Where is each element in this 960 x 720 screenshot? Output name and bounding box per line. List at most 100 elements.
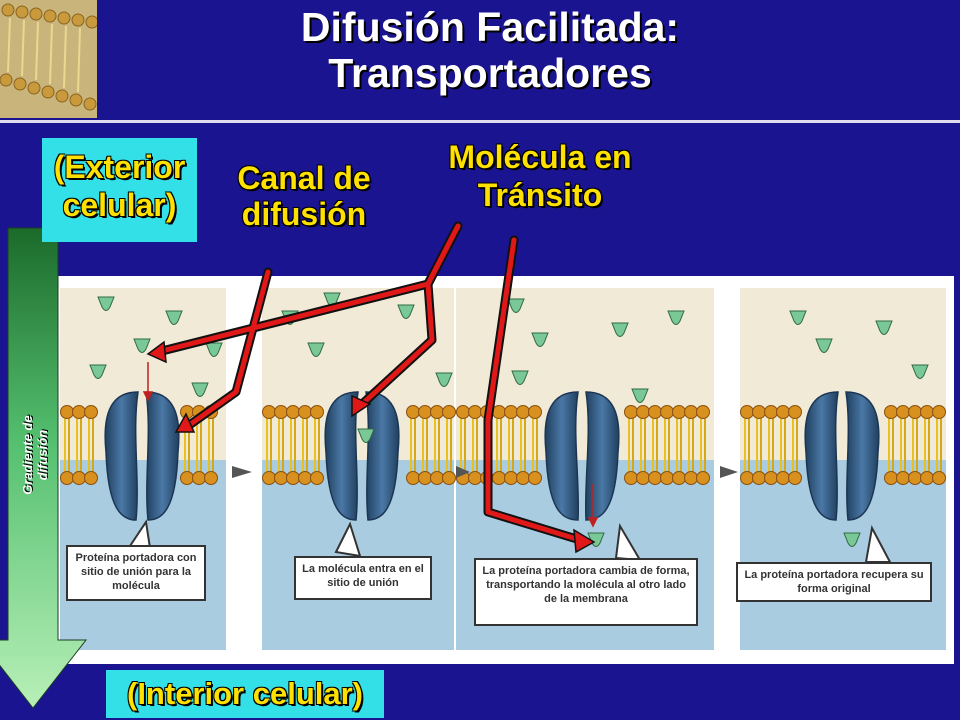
diffusion-gradient-arrow	[0, 227, 88, 709]
lipid-head	[752, 405, 766, 419]
molecule-icon	[911, 364, 929, 379]
label-arrows	[155, 223, 583, 543]
transit-molecules	[89, 292, 929, 547]
molecula-label-line-2: Tránsito	[477, 177, 603, 213]
lipid-head	[932, 471, 946, 485]
molecule-icon	[89, 364, 107, 379]
interior-label: (Interior celular)	[106, 670, 384, 718]
lipid-head	[788, 471, 802, 485]
title-divider	[0, 120, 960, 123]
step-arrow-icon	[456, 466, 470, 478]
lipid-head	[776, 405, 790, 419]
lipid-head	[740, 405, 754, 419]
lipid-head	[920, 471, 934, 485]
protein-subunit	[845, 391, 880, 521]
lipid-head	[896, 405, 910, 419]
lipid-head	[192, 471, 206, 485]
carrier-protein	[544, 391, 620, 521]
lipid-head	[624, 405, 638, 419]
molecule-icon	[875, 320, 893, 335]
canal-label: Canal de difusión	[214, 160, 394, 232]
lipid-head	[648, 405, 662, 419]
carrier-protein	[104, 391, 180, 521]
lipid-head	[684, 471, 698, 485]
lipid-head	[788, 405, 802, 419]
lipid-head	[310, 471, 324, 485]
lipid-head	[180, 471, 194, 485]
gradient-label: Gradiente de difusión	[20, 400, 50, 510]
exterior-label-line-1: (Exterior	[53, 149, 186, 185]
molecule-icon	[815, 338, 833, 353]
step-arrow-icon	[232, 466, 252, 478]
carrier-protein	[804, 391, 880, 521]
lipid-head	[72, 405, 86, 419]
lipid-head	[84, 471, 98, 485]
lipid-head	[528, 405, 542, 419]
lipid-head	[406, 405, 420, 419]
lipid-head	[262, 471, 276, 485]
membrane-thumbnail	[0, 0, 97, 118]
step-arrow-icon	[720, 466, 738, 478]
lipid-head	[896, 471, 910, 485]
lipid-head	[456, 405, 470, 419]
molecule-icon	[191, 382, 209, 397]
lipid-head	[516, 405, 530, 419]
molecule-icon	[511, 370, 529, 385]
molecula-label: Molécula en Tránsito	[420, 138, 660, 214]
lipid-bilayers	[60, 405, 946, 485]
lipid-head	[406, 471, 420, 485]
lipid-head	[624, 471, 638, 485]
protein-subunit	[145, 391, 180, 521]
arrowhead-icon	[573, 528, 596, 554]
step-3-caption: La proteína portadora cambia de forma, t…	[474, 558, 698, 626]
molecule-icon	[531, 332, 549, 347]
lipid-head	[504, 471, 518, 485]
arrowhead-icon	[351, 394, 372, 418]
lipid-bilayer	[740, 405, 946, 485]
lipid-head	[752, 471, 766, 485]
binding-pointers	[142, 362, 599, 528]
lipid-head	[932, 405, 946, 419]
canal-label-line-1: Canal de	[237, 160, 371, 196]
lipid-head	[504, 405, 518, 419]
lipid-head	[84, 405, 98, 419]
lipid-head	[920, 405, 934, 419]
protein-subunit	[365, 391, 400, 521]
lipid-head	[528, 471, 542, 485]
lipid-head	[60, 405, 74, 419]
lipid-head	[908, 405, 922, 419]
lipid-head	[672, 471, 686, 485]
lipid-head	[648, 471, 662, 485]
molecule-icon	[507, 298, 525, 313]
lipid-head	[636, 405, 650, 419]
step-arrows	[232, 466, 738, 478]
lipid-head	[286, 405, 300, 419]
gradient-label-line-2: difusión	[35, 429, 50, 481]
step-4-caption: La proteína portadora recupera su forma …	[736, 562, 932, 602]
lipid-head	[660, 471, 674, 485]
lipid-head	[298, 471, 312, 485]
molecule-icon	[165, 310, 183, 325]
protein-subunit	[804, 391, 839, 521]
lipid-head	[468, 405, 482, 419]
molecule-icon	[631, 388, 649, 403]
molecule-icon	[205, 342, 223, 357]
lipid-head	[418, 471, 432, 485]
molecule-icon	[435, 372, 453, 387]
lipid-head	[442, 471, 456, 485]
lipid-head	[72, 471, 86, 485]
lipid-head	[696, 471, 710, 485]
lipid-head	[492, 405, 506, 419]
lipid-head	[672, 405, 686, 419]
label-arrowheads	[146, 340, 596, 554]
step-2-caption: La molécula entra en el sitio de unión	[294, 556, 432, 600]
protein-subunit	[544, 391, 580, 521]
lipid-head	[442, 405, 456, 419]
exterior-label-line-2: celular)	[62, 187, 177, 223]
lipid-head	[884, 471, 898, 485]
molecula-label-line-1: Molécula en	[448, 139, 632, 175]
lipid-head	[468, 471, 482, 485]
protein-subunit	[584, 391, 620, 521]
molecule-icon	[611, 322, 629, 337]
lipid-head	[684, 405, 698, 419]
